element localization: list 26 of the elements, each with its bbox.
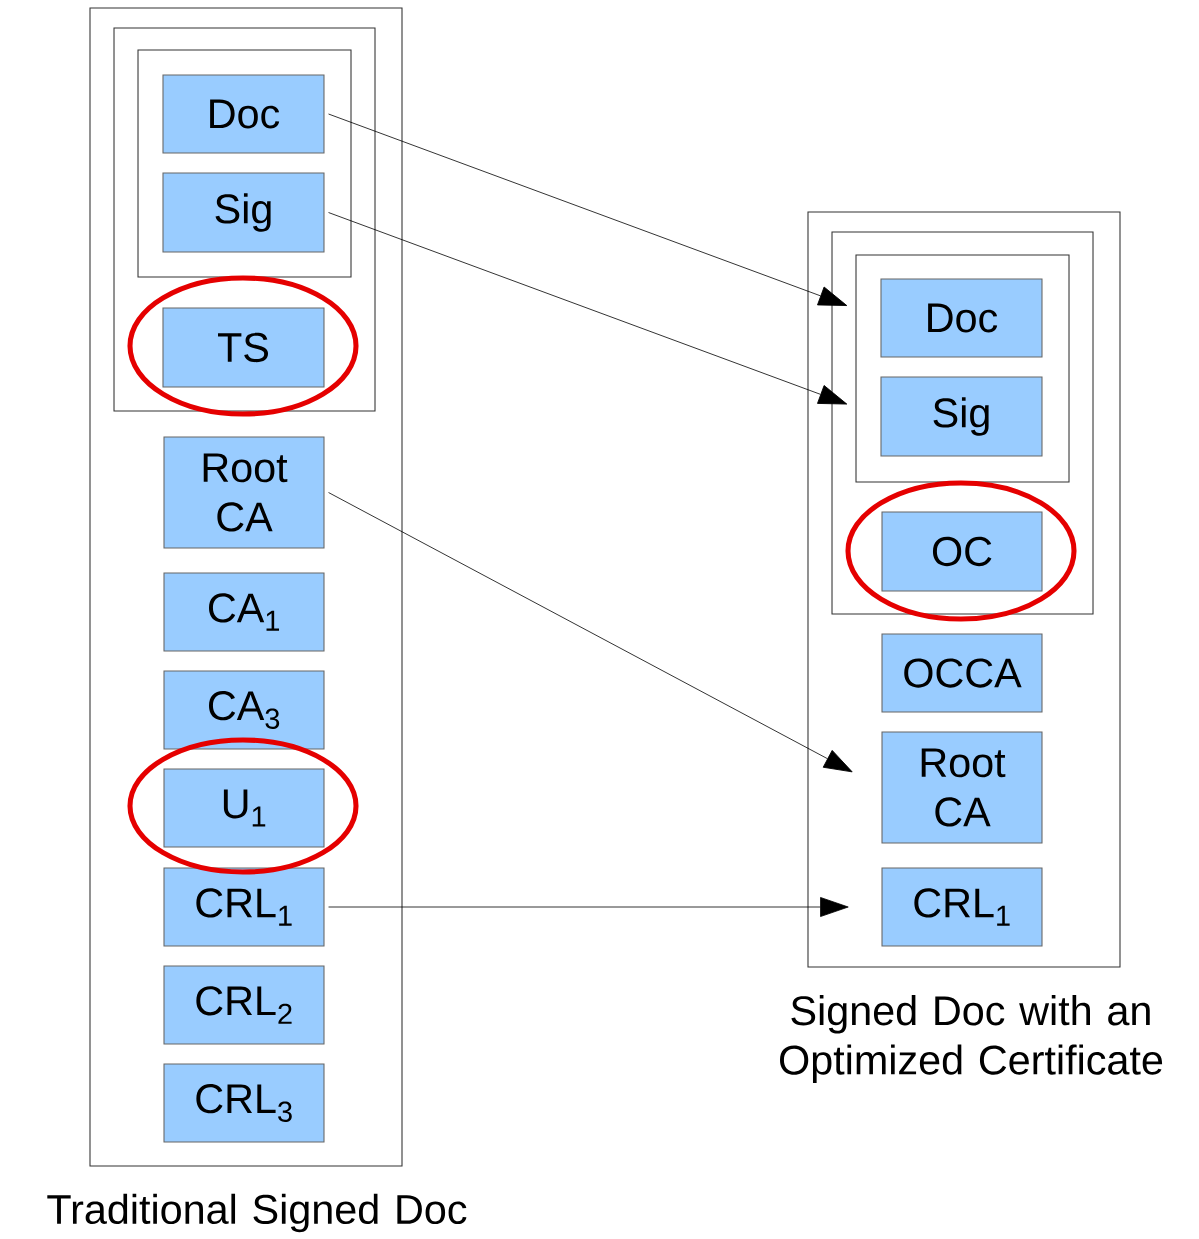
field-box: Doc: [880, 278, 1043, 358]
field-box: OCCA: [881, 633, 1043, 713]
field-box: Doc: [162, 74, 325, 154]
field-box: CA$_{1}$: [163, 572, 325, 652]
node-label: Traditional Signed Doc: [47, 1193, 467, 1233]
arrow: [328, 897, 849, 917]
field-box: Sig: [880, 376, 1043, 457]
field-box: Sig: [162, 172, 325, 253]
group-box: [137, 49, 352, 278]
field-box: OC: [881, 511, 1043, 592]
field-box: Root CA: [881, 731, 1043, 844]
field-box: CRL$_{1}$: [881, 867, 1043, 947]
field-box: CA$_{3}$: [163, 670, 325, 750]
node-label: Signed Doc with an Optimized Certificate: [780, 995, 1163, 1083]
group-box: [855, 254, 1070, 483]
field-box: Root CA: [163, 436, 325, 549]
field-box: CRL$_{1}$: [163, 867, 325, 947]
arrow: [328, 113, 848, 306]
field-box: CRL$_{2}$: [163, 965, 325, 1045]
arrow: [328, 492, 853, 773]
arrow: [328, 212, 848, 405]
field-box: CRL$_{3}$: [163, 1063, 325, 1143]
field-box: TS: [162, 307, 325, 388]
group-box: [831, 231, 1094, 615]
group-box: [113, 27, 376, 412]
field-box: U$_{1}$: [163, 768, 325, 848]
